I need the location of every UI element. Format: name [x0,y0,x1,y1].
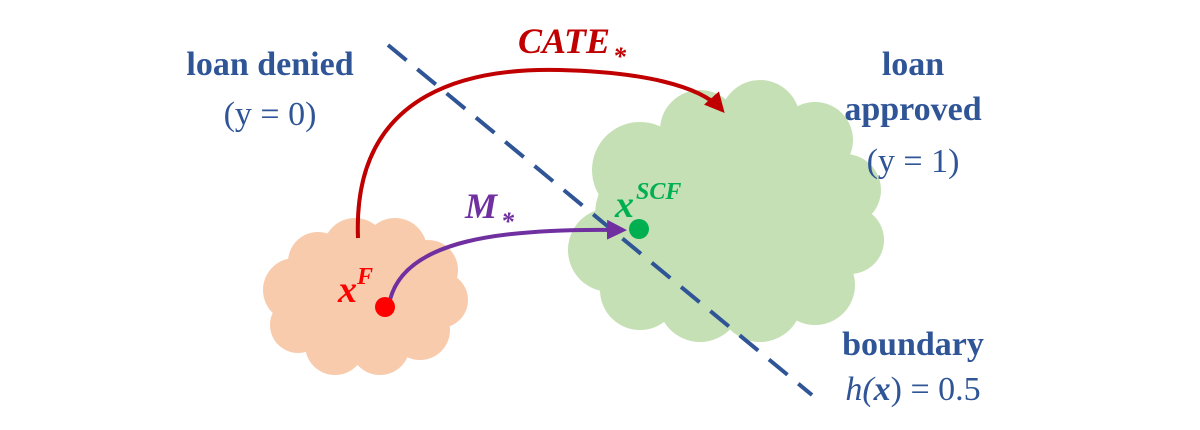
boundary-eq-h: h( [845,371,876,408]
scf-point [629,219,649,239]
factual-label: xF [337,264,373,311]
m-label: M* [464,186,515,236]
loan-denied-label: loan denied [186,46,353,83]
factual-label-sup: F [356,264,373,290]
loan-denied-equation: (y = 0) [224,96,317,133]
scf-label-base: x [614,184,634,226]
boundary-label: boundary [842,326,984,363]
scf-label: xSCF [614,179,681,226]
scf-label-sup: SCF [636,179,681,205]
factual-cloud [263,218,468,375]
decision-boundary-line [386,43,814,397]
boundary-equation: h(x) = 0.5 [845,371,980,408]
loan-approved-label-line2: approved [844,91,981,128]
cate-arrow [355,67,725,239]
loan-approved-label-line1: loan [882,46,944,83]
boundary-eq-rest: ) = 0.5 [891,371,981,408]
cate-label: CATE* [518,21,627,71]
m-label-subscript: * [501,207,515,236]
loan-approved-equation: (y = 1) [867,143,960,180]
cate-label-subscript: * [613,42,627,71]
boundary-eq-x: x [873,371,891,408]
m-label-name: M [464,186,499,226]
cate-label-name: CATE [518,21,610,61]
factual-point [375,297,395,317]
m-arrow [388,219,627,301]
factual-label-base: x [337,269,357,311]
